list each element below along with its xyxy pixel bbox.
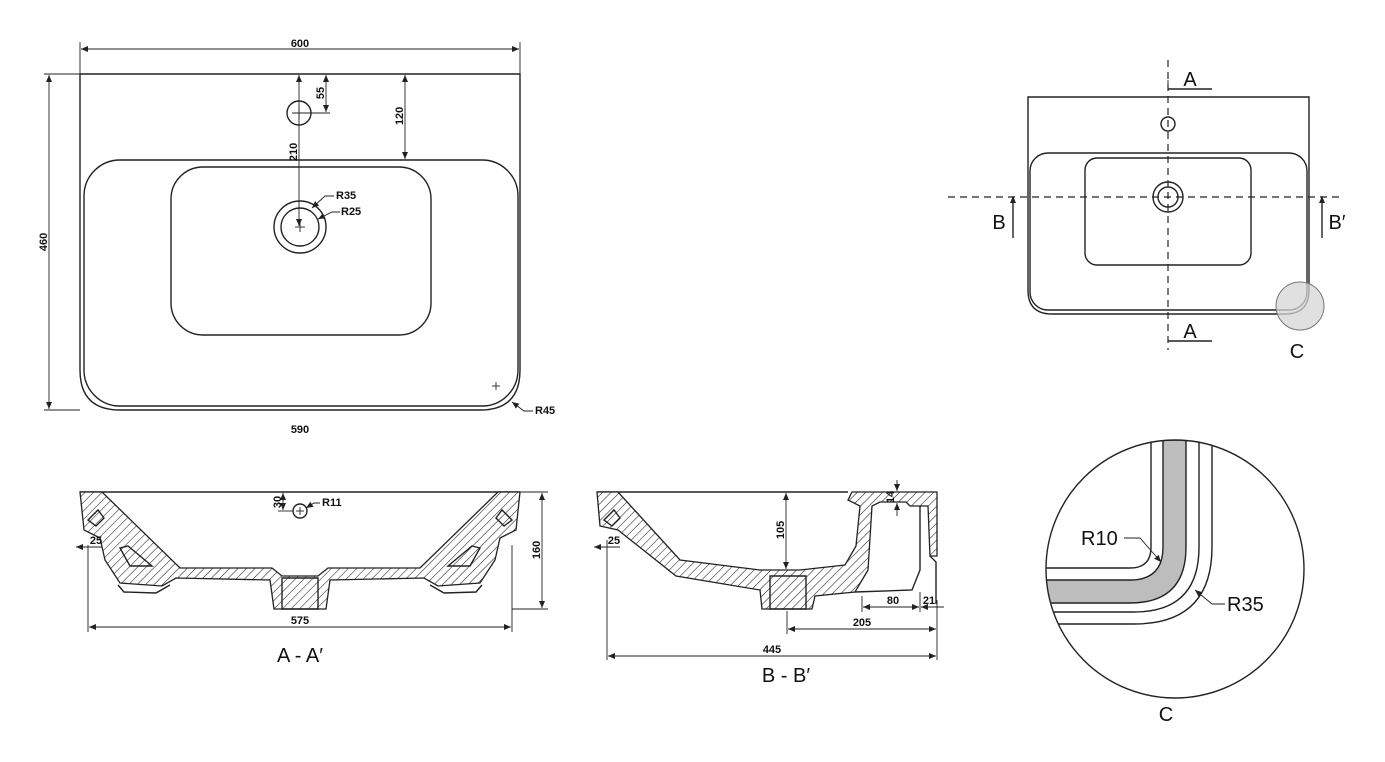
section-a-title: A - A′ [277,645,323,667]
detail-c-outer-radius-label: R35 [1227,594,1264,616]
section-b-hatched-profile [596,491,938,610]
section-a-width-label: 575 [291,615,309,627]
section-b-back-dim-3-label: 205 [853,617,871,629]
section-b-total-dimension: 445 [606,540,936,660]
drain-inner-radius-label: R25 [341,206,361,218]
section-a-view: 30 R11 25 160 575 A - A′ [76,491,548,667]
width-dimension: 600 [79,38,521,74]
detail-c-r35-callout: R35 [1194,589,1264,616]
section-b-wall-label: 25 [608,535,620,547]
section-b-bowl-depth-label: 105 [775,521,787,539]
section-a-height-label: 160 [531,541,543,559]
height-dim-label: 460 [38,233,50,251]
tap-hole [286,100,330,126]
section-a-height-dimension: 160 [512,491,548,610]
corner-radius-callout: R45 [511,401,555,417]
marker-a-bottom-label: A [1183,321,1197,343]
detail-c-inner-radius-label: R10 [1081,528,1118,550]
section-marker-a-top: A [1167,69,1212,91]
corner-radius-label: R45 [535,405,555,417]
section-b-rim-dimension: 14 [885,480,900,516]
tap-offset-label: 55 [315,87,327,99]
section-marker-a-bottom: A [1168,321,1212,343]
tap-offset-dimension: 55 [315,75,329,112]
detail-c-content [1046,440,1213,625]
bowl-offset-dimension: 120 [390,75,420,161]
detail-c-marker-label: C [1290,341,1304,363]
section-marker-b-right: B′ [1319,196,1346,238]
drain-outer-radius-label: R35 [336,190,356,202]
detail-c-circle [1045,439,1305,699]
section-b-title: B - B′ [762,665,810,687]
section-b-back-dim-1-label: 80 [887,595,899,607]
section-b-view: 25 105 14 80 21 205 445 B - B′ [594,480,944,687]
marker-b-left-label: B [992,212,1005,234]
section-marker-b-left: B [992,196,1016,238]
section-a-hatched-profile [79,491,521,610]
height-dimension: 460 [38,73,80,411]
top-view: 600 460 590 55 120 210 R35 [38,38,555,436]
detail-c-view: R10 R35 C [1045,439,1305,726]
section-b-rim-label: 14 [885,490,897,503]
section-b-back-dim-2-label: 21 [923,595,935,607]
marker-b-right-label: B′ [1328,212,1345,234]
drain-offset-label: 210 [288,143,300,161]
marker-a-top-label: A [1183,69,1197,91]
drain-hole [273,200,327,254]
section-b-total-label: 445 [763,644,781,656]
section-a-tap-hole: 30 R11 [272,493,342,519]
section-a-tap-radius-label: R11 [322,497,342,509]
section-a-wall-dimension: 25 [76,535,102,550]
corner-mark [492,382,500,390]
detail-c-marker: C [1275,281,1325,363]
section-b-back-dimensions: 80 21 205 [786,592,944,660]
section-a-wall-label: 25 [90,535,102,547]
key-view: A A B B′ C [948,60,1346,363]
section-a-tap-depth-label: 30 [272,496,284,508]
bottom-width-dim-label: 590 [291,424,309,436]
width-dim-label: 600 [291,38,309,50]
detail-c-r10-callout: R10 [1081,528,1162,563]
detail-c-label: C [1159,704,1173,726]
bowl-offset-label: 120 [394,107,406,125]
drain-radius-callouts: R35 R25 [311,190,361,220]
section-b-bowl-depth-dimension: 105 [775,493,789,569]
drain-offset-dimension: 210 [288,75,302,226]
section-a-width-dimension: 575 [87,545,513,632]
